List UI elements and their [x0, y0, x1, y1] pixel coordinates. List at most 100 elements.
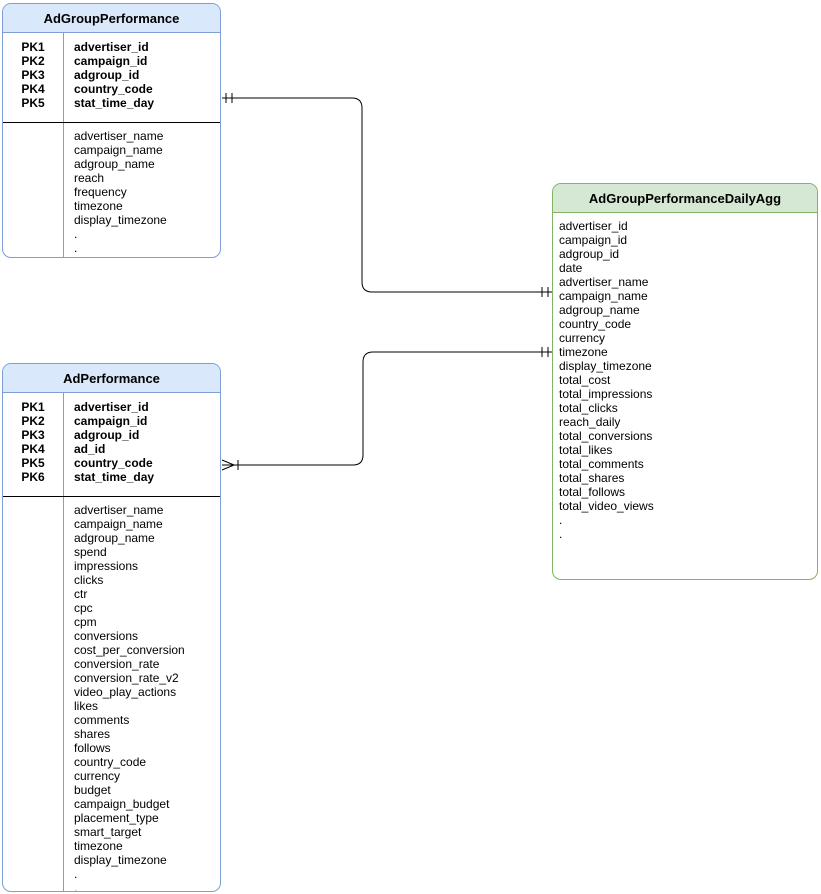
attribute-row: spend [74, 545, 107, 559]
attribute-row: total_follows [559, 485, 626, 499]
pk-field: advertiser_id [74, 400, 149, 414]
attribute-row: conversion_rate_v2 [74, 671, 179, 685]
pk-field: country_code [74, 82, 153, 96]
attribute-row: currency [559, 331, 606, 345]
attribute-row: . [74, 867, 78, 881]
attribute-row: timezone [74, 199, 123, 213]
pk-label: PK2 [21, 414, 45, 428]
attribute-row: cpm [74, 615, 97, 629]
attribute-row: adgroup_name [74, 531, 155, 545]
pk-field: campaign_id [74, 54, 148, 68]
attribute-row: campaign_name [559, 289, 648, 303]
pk-label: PK3 [21, 68, 45, 82]
attribute-row: total_shares [559, 471, 625, 485]
pk-label: PK5 [21, 96, 45, 110]
cardinality-marker-exactly-one-icon [225, 93, 233, 103]
attribute-row: cpc [74, 601, 93, 615]
pk-label: PK5 [21, 456, 45, 470]
attribute-row: follows [74, 741, 111, 755]
attribute-row: display_timezone [559, 359, 652, 373]
attribute-gutter [3, 497, 64, 891]
pk-label: PK4 [21, 82, 45, 96]
cardinality-marker-exactly-one-icon [541, 287, 549, 297]
pk-field: stat_time_day [74, 96, 155, 110]
attribute-row: total_impressions [559, 387, 653, 401]
attribute-row: total_cost [559, 373, 611, 387]
attribute-row: . [559, 513, 563, 527]
pk-field: adgroup_id [74, 68, 140, 82]
attribute-row: smart_target [74, 825, 142, 839]
attribute-row: impressions [74, 559, 139, 573]
attribute-row: total_video_views [559, 499, 654, 513]
cardinality-marker-exactly-one-icon [541, 347, 549, 357]
attribute-row: likes [74, 699, 99, 713]
attribute-row: reach [74, 171, 105, 185]
attribute-row: display_timezone [74, 853, 167, 867]
pk-label: PK4 [21, 442, 45, 456]
attribute-row: shares [74, 727, 111, 741]
attribute-row: total_clicks [559, 401, 618, 415]
connector-line[interactable] [222, 97, 552, 293]
pk-label: PK6 [21, 470, 45, 484]
pk-field: ad_id [74, 442, 106, 456]
attribute-row: total_comments [559, 457, 644, 471]
pk-field: adgroup_id [74, 428, 140, 442]
attribute-row: placement_type [74, 811, 159, 825]
pk-field: campaign_id [74, 414, 148, 428]
attribute-row: currency [74, 769, 121, 783]
table-title: AdPerformance [63, 370, 160, 386]
pk-field: country_code [74, 456, 153, 470]
table-title: AdGroupPerformance [43, 10, 180, 26]
pk-label: PK1 [21, 40, 45, 54]
attribute-row: cost_per_conversion [74, 643, 185, 657]
attribute-row: reach_daily [559, 415, 621, 429]
attribute-row: clicks [74, 573, 104, 587]
attribute-row: display_timezone [74, 213, 167, 227]
attribute-row: total_conversions [559, 429, 653, 443]
attribute-row: adgroup_name [559, 303, 640, 317]
table-title: AdGroupPerformanceDailyAgg [588, 190, 782, 206]
attribute-row: timezone [74, 839, 123, 853]
attribute-row: advertiser_name [74, 129, 164, 143]
attribute-row: campaign_name [74, 517, 163, 531]
pk-field: advertiser_id [74, 40, 149, 54]
connector-adperformance-to-dailyagg[interactable] [221, 347, 552, 471]
attribute-row: country_code [559, 317, 632, 331]
attribute-row: advertiser_id [559, 219, 628, 233]
attribute-row: adgroup_name [74, 157, 155, 171]
pk-label: PK1 [21, 400, 45, 414]
attribute-row: campaign_budget [74, 797, 170, 811]
connector-line[interactable] [222, 351, 552, 466]
pk-label: PK2 [21, 54, 45, 68]
attribute-row: advertiser_name [74, 503, 164, 517]
attribute-row: conversion_rate [74, 657, 160, 671]
attribute-row: advertiser_name [559, 275, 649, 289]
table-header: AdPerformance [3, 364, 220, 393]
table-header: AdGroupPerformance [3, 4, 220, 33]
attribute-row: budget [74, 783, 111, 797]
attribute-row: country_code [74, 755, 147, 769]
attribute-row: . [559, 527, 563, 541]
connector-adgroupperformance-to-dailyagg[interactable] [222, 93, 552, 297]
attribute-row: . [74, 241, 78, 255]
cardinality-marker-one-or-many-icon [221, 459, 239, 471]
attribute-row: adgroup_id [559, 247, 620, 261]
pk-field: stat_time_day [74, 470, 155, 484]
attribute-row: ctr [74, 587, 88, 601]
attribute-row: frequency [74, 185, 127, 199]
